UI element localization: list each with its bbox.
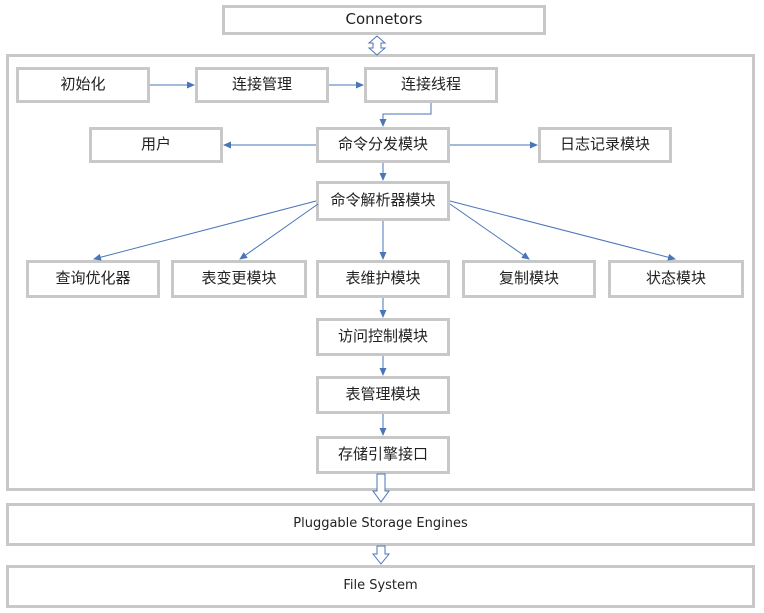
access-control-box: 访问控制模块 xyxy=(316,318,450,356)
connection-thread-box: 连接线程 xyxy=(364,67,498,103)
connectors-double-arrow xyxy=(367,35,387,56)
command-parser-box: 命令解析器模块 xyxy=(316,181,450,221)
table-maintenance-box: 表维护模块 xyxy=(316,260,450,298)
init-box: 初始化 xyxy=(16,67,150,103)
storage-engine-interface-box: 存储引擎接口 xyxy=(316,436,450,474)
log-module-box: 日志记录模块 xyxy=(538,127,672,163)
table-management-box: 表管理模块 xyxy=(316,376,450,414)
file-system-box: File System xyxy=(6,565,755,608)
user-box: 用户 xyxy=(89,127,223,163)
arrow-hollow-to-file-system xyxy=(371,545,391,565)
connectors-box: Connetors xyxy=(222,5,546,35)
table-change-box: 表变更模块 xyxy=(171,260,307,298)
query-optimizer-box: 查询优化器 xyxy=(26,260,160,298)
replication-box: 复制模块 xyxy=(462,260,596,298)
connection-management-box: 连接管理 xyxy=(195,67,329,103)
status-module-box: 状态模块 xyxy=(608,260,744,298)
pluggable-storage-engines-box: Pluggable Storage Engines xyxy=(6,503,755,546)
command-dispatch-box: 命令分发模块 xyxy=(316,127,450,163)
